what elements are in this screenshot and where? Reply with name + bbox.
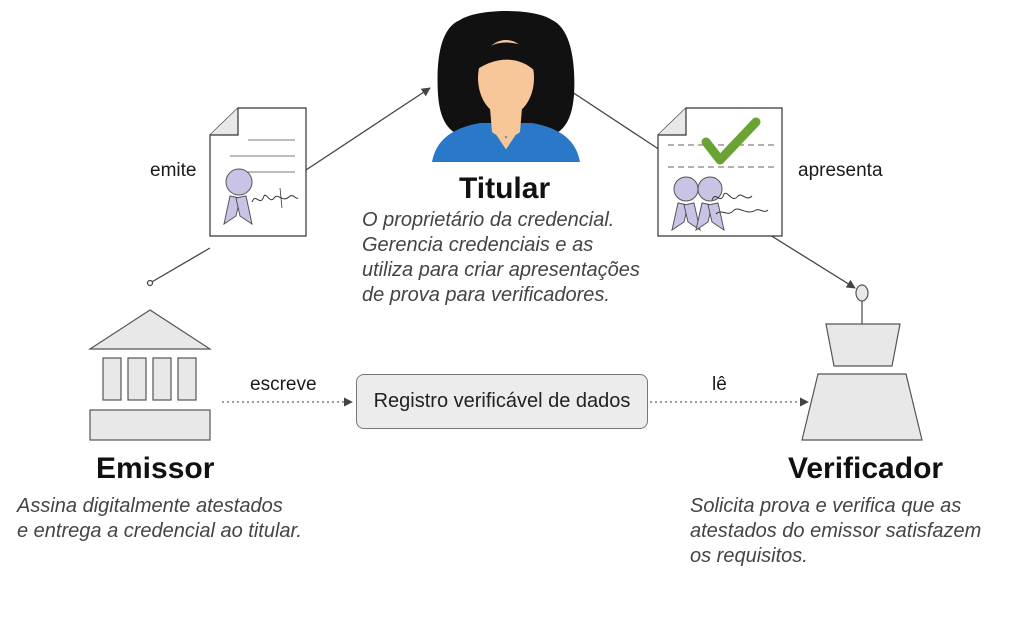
titular-description: O proprietário da credencial. Gerencia c… (362, 208, 640, 308)
credential-document-icon (209, 107, 307, 237)
edge-label-le: lê (712, 374, 727, 395)
registry-label: Registro verificável de dados (373, 390, 631, 412)
verificador-desc-line: Solicita prova e verifica que as (690, 495, 962, 517)
edge-label-apresenta: apresenta (798, 160, 883, 181)
edge-label-emite: emite (150, 160, 197, 181)
titular-desc-line: O proprietário da credencial. (362, 209, 615, 231)
signature-icon (251, 187, 299, 209)
emissor-description: Assina digitalmente atestados e entrega … (17, 494, 302, 544)
verificador-title: Verificador (788, 452, 944, 485)
emissor-desc-line: Assina digitalmente atestados (17, 495, 283, 517)
verificador-description: Solicita prova e verifica que as atestad… (690, 494, 981, 569)
titular-desc-line: de prova para verificadores. (362, 284, 610, 306)
verifiable-data-registry: Registro verificável de dados (356, 374, 648, 429)
emissor-desc-line: e entrega a credencial ao titular. (17, 520, 302, 542)
check-mark-icon (701, 117, 761, 165)
titular-avatar-icon (432, 11, 580, 162)
issuer-building-icon (87, 309, 213, 441)
verifier-podium-icon (801, 284, 923, 441)
issuer-to-holder-arrow (146, 87, 431, 287)
titular-desc-line: utiliza para criar apresentações (362, 259, 640, 281)
titular-title: Titular (459, 172, 551, 205)
titular-desc-line: Gerencia credenciais e as (362, 234, 594, 256)
verified-credential-document-icon (657, 107, 783, 237)
verificador-desc-line: os requisitos. (690, 545, 808, 567)
verificador-desc-line: atestados do emissor satisfazem (690, 520, 982, 542)
edge-label-escreve: escreve (250, 374, 317, 395)
emissor-title: Emissor (96, 452, 215, 485)
